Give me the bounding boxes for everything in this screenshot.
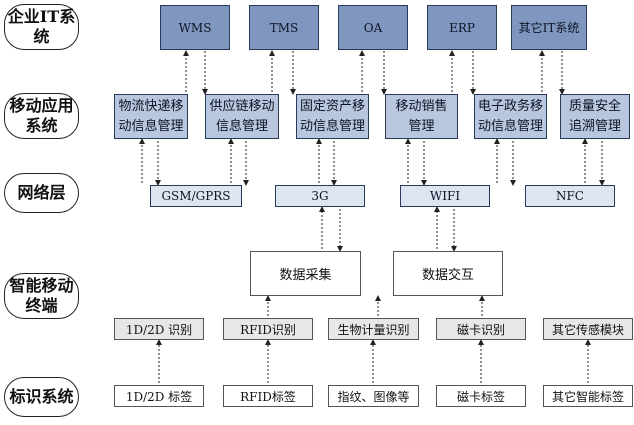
recognition-magnetic-card: 磁卡识别: [436, 318, 526, 340]
enterprise-erp: ERP: [427, 5, 497, 50]
recognition-magnetic-card-label: 磁卡识别: [456, 322, 505, 337]
enterprise-wms-label: WMS: [178, 20, 212, 35]
tag-rfid: RFID标签: [223, 385, 313, 407]
tag-other-smart-label: 其它智能标签: [551, 389, 624, 404]
recognition-rfid: RFID识别: [223, 318, 313, 340]
app-logistics-express-label: 物流快递移 动信息管理: [118, 98, 184, 134]
recognition-biometric: 生物计量识别: [328, 318, 419, 340]
network-nfc-label: NFC: [555, 189, 584, 203]
terminal-data-interaction: 数据交互: [393, 251, 503, 296]
network-gsm-gprs: GSM/GPRS: [150, 185, 242, 207]
recognition-1d-2d: 1D/2D 识别: [114, 318, 204, 340]
network-gsm-gprs-label: GSM/GPRS: [161, 189, 231, 203]
app-logistics-express: 物流快递移 动信息管理: [114, 94, 188, 139]
app-quality-traceability: 质量安全 追溯管理: [560, 94, 630, 139]
tag-1d-2d-label: 1D/2D 标签: [125, 389, 193, 404]
recognition-other-sensors: 其它传感模块: [543, 318, 633, 340]
enterprise-tms-label: TMS: [269, 20, 299, 35]
app-quality-traceability-label: 质量安全 追溯管理: [568, 98, 621, 134]
network-nfc: NFC: [525, 185, 615, 207]
tag-rfid-label: RFID标签: [240, 389, 296, 404]
terminal-data-collection: 数据采集: [250, 251, 361, 296]
recognition-other-sensors-label: 其它传感模块: [551, 322, 624, 337]
network-3g-label: 3G: [311, 189, 329, 203]
recognition-1d-2d-label: 1D/2D 识别: [125, 322, 193, 337]
enterprise-erp-label: ERP: [449, 20, 475, 35]
tag-magnetic-card-label: 磁卡标签: [456, 389, 505, 404]
enterprise-tms: TMS: [249, 5, 319, 50]
app-e-government: 电子政务移 动信息管理: [474, 94, 547, 139]
app-e-government-label: 电子政务移 动信息管理: [477, 98, 543, 134]
recognition-biometric-label: 生物计量识别: [337, 322, 410, 337]
layer-network: 网络层: [4, 173, 79, 213]
tag-other-smart: 其它智能标签: [543, 385, 633, 407]
tag-1d-2d: 1D/2D 标签: [114, 385, 204, 407]
terminal-data-interaction-label: 数据交互: [421, 268, 474, 283]
enterprise-wms: WMS: [160, 5, 230, 50]
network-3g: 3G: [275, 185, 365, 207]
enterprise-other-it: 其它IT系统: [511, 5, 587, 50]
layer-smart-terminal-label: 智能移动 终端: [9, 276, 74, 315]
app-supply-chain: 供应链移动 信息管理: [205, 94, 279, 139]
tag-fingerprint-image-label: 指纹、图像等: [337, 389, 410, 404]
layer-network-label: 网络层: [17, 183, 66, 202]
layer-enterprise-it-label: 企业IT系 统: [7, 7, 76, 46]
layer-mobile-app-label: 移动应用 系统: [9, 96, 74, 135]
app-fixed-assets: 固定资产移 动信息管理: [296, 94, 369, 139]
network-wifi: WIFI: [400, 185, 490, 207]
app-fixed-assets-label: 固定资产移 动信息管理: [299, 98, 365, 134]
layer-identification-label: 标识系统: [9, 387, 74, 406]
layer-mobile-app: 移动应用 系统: [4, 93, 79, 139]
enterprise-oa-label: OA: [363, 20, 383, 35]
layer-enterprise-it: 企业IT系 统: [4, 4, 79, 50]
app-mobile-sales: 移动销售 管理: [385, 94, 458, 139]
layer-identification: 标识系统: [4, 377, 79, 417]
enterprise-other-it-label: 其它IT系统: [518, 21, 580, 35]
network-wifi-label: WIFI: [429, 189, 461, 203]
enterprise-oa: OA: [338, 5, 408, 50]
tag-fingerprint-image: 指纹、图像等: [328, 385, 419, 407]
app-supply-chain-label: 供应链移动 信息管理: [209, 98, 275, 134]
terminal-data-collection-label: 数据采集: [279, 268, 332, 283]
tag-magnetic-card: 磁卡标签: [436, 385, 526, 407]
layer-smart-terminal: 智能移动 终端: [4, 273, 79, 319]
recognition-rfid-label: RFID识别: [240, 322, 296, 337]
app-mobile-sales-label: 移动销售 管理: [395, 98, 448, 134]
